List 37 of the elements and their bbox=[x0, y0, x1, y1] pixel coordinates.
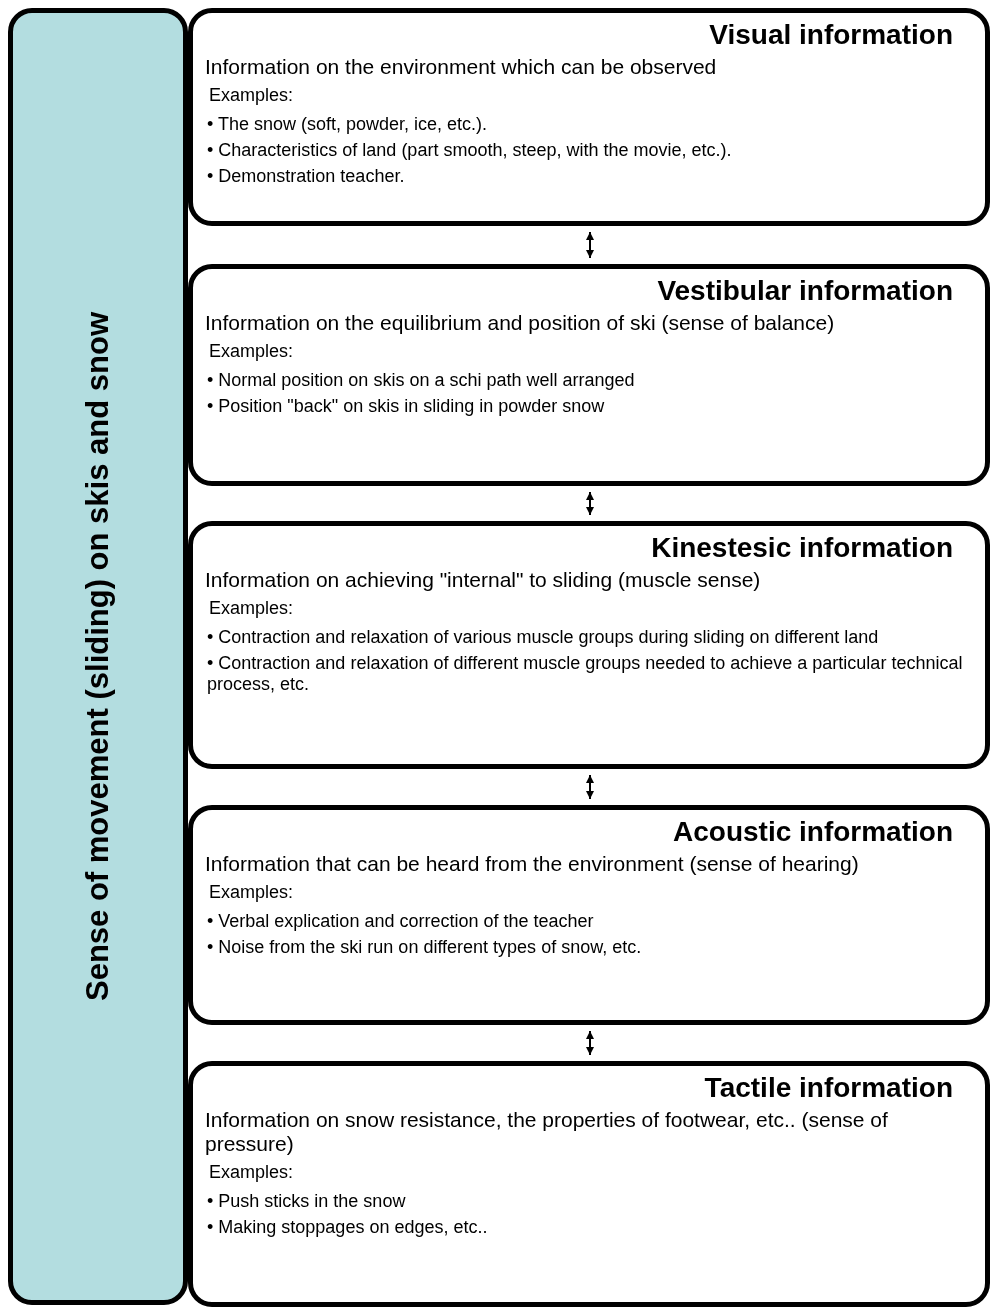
description-text: Information on snow resistance, the properties of footwear, etc.. (sense of pressure) bbox=[205, 1108, 889, 1156]
bullet-item: • Noise from the ski run on different types of snow, etc. bbox=[207, 937, 643, 958]
box-heading: Visual information bbox=[708, 19, 953, 51]
info-box bbox=[188, 264, 990, 486]
description-text: Information that can be heard from the environment (sense of hearing) bbox=[205, 852, 860, 876]
bullet-item: • Characteristics of land (part smooth, steep, with the movie, etc.). bbox=[207, 140, 733, 161]
examples-label: Examples: bbox=[209, 598, 295, 619]
bullet-item: • Making stoppages on edges, etc.. bbox=[207, 1217, 489, 1238]
description-text: Information on the equilibrium and position of ski (sense of balance) bbox=[205, 311, 836, 335]
bullet-item: • Normal position on skis on a schi path well arranged bbox=[207, 370, 636, 391]
box-heading: Tactile information bbox=[703, 1072, 953, 1104]
box-heading: Vestibular information bbox=[656, 275, 953, 307]
info-box bbox=[188, 521, 990, 769]
bullet-item: • Demonstration teacher. bbox=[207, 166, 406, 187]
bullet-item: • Position "back" on skis in sliding in powder snow bbox=[207, 396, 606, 417]
band-title: Sense of movement (sliding) on skis and snow bbox=[80, 312, 116, 1001]
box-heading: Kinestesic information bbox=[650, 532, 953, 564]
double-arrow bbox=[586, 774, 594, 800]
examples-label: Examples: bbox=[209, 85, 295, 106]
info-box bbox=[188, 1061, 990, 1307]
box-heading: Acoustic information bbox=[672, 816, 953, 848]
side-band bbox=[8, 8, 188, 1305]
double-arrow bbox=[586, 231, 594, 259]
examples-label: Examples: bbox=[209, 1162, 295, 1183]
bullet-item: • Contraction and relaxation of different muscle groups needed to achieve a particular technical process, etc. bbox=[207, 653, 964, 695]
description-text: Information on the environment which can be observed bbox=[205, 55, 718, 79]
examples-label: Examples: bbox=[209, 341, 295, 362]
bullet-item: • Verbal explication and correction of the teacher bbox=[207, 911, 595, 932]
info-box bbox=[188, 805, 990, 1025]
info-box bbox=[188, 8, 990, 226]
double-arrow bbox=[586, 1030, 594, 1056]
double-arrow bbox=[586, 491, 594, 516]
bullet-item: • Push sticks in the snow bbox=[207, 1191, 407, 1212]
bullet-item: • Contraction and relaxation of various muscle groups during sliding on different land bbox=[207, 627, 880, 648]
examples-label: Examples: bbox=[209, 882, 295, 903]
description-text: Information on achieving "internal" to sliding (muscle sense) bbox=[205, 568, 762, 592]
bullet-item: • The snow (soft, powder, ice, etc.). bbox=[207, 114, 489, 135]
